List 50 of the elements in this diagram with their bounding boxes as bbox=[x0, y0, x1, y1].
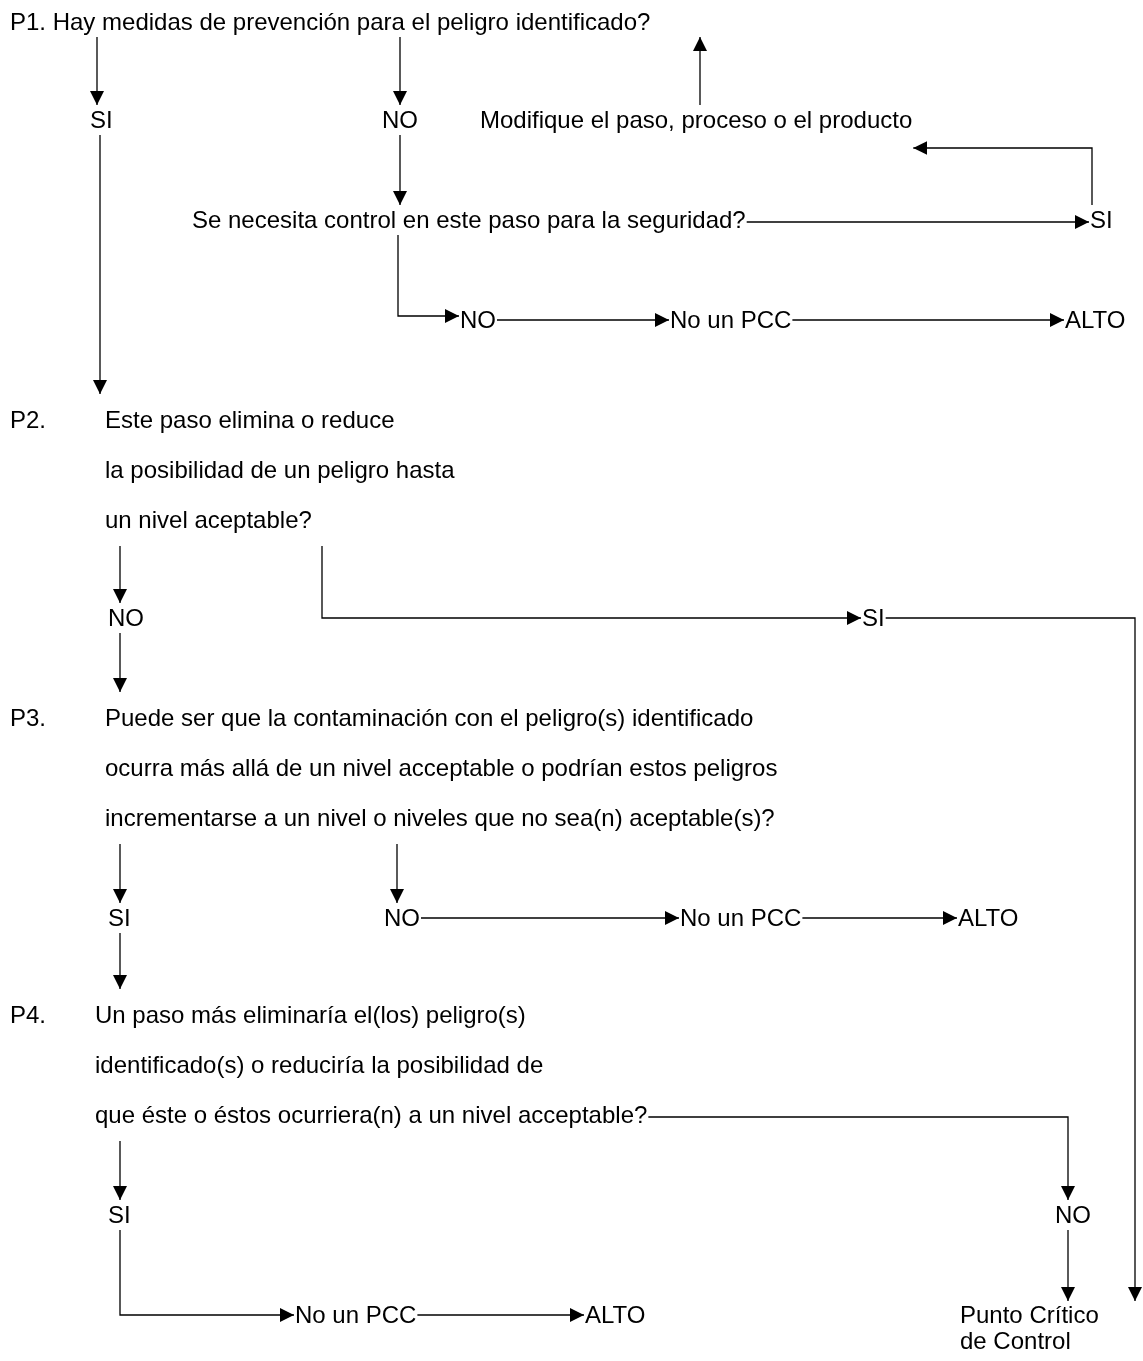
arrow bbox=[321, 545, 862, 625]
arrow bbox=[119, 1229, 295, 1322]
question-text: Se necesita control en este paso para la seguridad? bbox=[192, 206, 746, 234]
answer-label: NO bbox=[382, 106, 418, 134]
stop-text: ALTO bbox=[585, 1301, 646, 1329]
arrow bbox=[416, 1308, 585, 1322]
arrow bbox=[393, 134, 407, 206]
result-text: Punto Crítico de Control bbox=[960, 1302, 1130, 1354]
question-text: Este paso elimina o reduce la posibilidad de un peligro hasta un nivel aceptable? bbox=[105, 405, 455, 535]
action-text: Modifique el paso, proceso o el producto bbox=[480, 106, 913, 134]
stop-text: ALTO bbox=[1065, 306, 1126, 334]
question-text: Puede ser que la contaminación con el peligro(s) identificado ocurra más allá de un nivel acceptable o podrían estos peligros incrementarse a un nivel o niveles que no sea(n) aceptable(s)? bbox=[105, 703, 778, 833]
answer-label: SI bbox=[108, 904, 131, 932]
arrow bbox=[113, 1140, 127, 1201]
answer-label: NO bbox=[1055, 1201, 1091, 1229]
stop-text: ALTO bbox=[958, 904, 1019, 932]
arrow bbox=[1061, 1229, 1075, 1302]
answer-label: NO bbox=[384, 904, 420, 932]
result-text: No un PCC bbox=[680, 904, 802, 932]
question-number: P2. bbox=[10, 406, 47, 433]
result-text: No un PCC bbox=[295, 1301, 417, 1329]
arrow bbox=[420, 911, 680, 925]
arrow bbox=[113, 843, 127, 904]
arrow bbox=[693, 36, 707, 106]
question-number: P4. bbox=[10, 1001, 47, 1028]
answer-label: SI bbox=[862, 604, 885, 632]
arrow bbox=[496, 313, 670, 327]
arrow bbox=[113, 932, 127, 990]
arrow bbox=[113, 545, 127, 604]
question-text: P1. Hay medidas de prevención para el peligro identificado? bbox=[10, 8, 651, 36]
answer-label: SI bbox=[108, 1201, 131, 1229]
arrow bbox=[93, 134, 107, 395]
answer-label: NO bbox=[108, 604, 144, 632]
arrow bbox=[746, 215, 1090, 229]
arrow bbox=[390, 843, 404, 904]
arrow bbox=[397, 234, 460, 323]
result-text: No un PCC bbox=[670, 306, 792, 334]
arrow bbox=[647, 1116, 1075, 1201]
answer-label: NO bbox=[460, 306, 496, 334]
arrow bbox=[393, 36, 407, 106]
arrow bbox=[801, 911, 958, 925]
arrow bbox=[113, 632, 127, 693]
answer-label: SI bbox=[90, 106, 113, 134]
answer-label: SI bbox=[1090, 206, 1113, 234]
arrow bbox=[912, 141, 1093, 206]
arrow bbox=[90, 36, 104, 106]
question-number: P3. bbox=[10, 704, 47, 731]
arrow bbox=[885, 617, 1142, 1302]
arrow bbox=[791, 313, 1065, 327]
question-text: Un paso más eliminaría el(los) peligro(s) identificado(s) o reduciría la posibilidad de que éste o éstos ocurriera(n) a un nivel acceptable? bbox=[95, 1000, 648, 1130]
